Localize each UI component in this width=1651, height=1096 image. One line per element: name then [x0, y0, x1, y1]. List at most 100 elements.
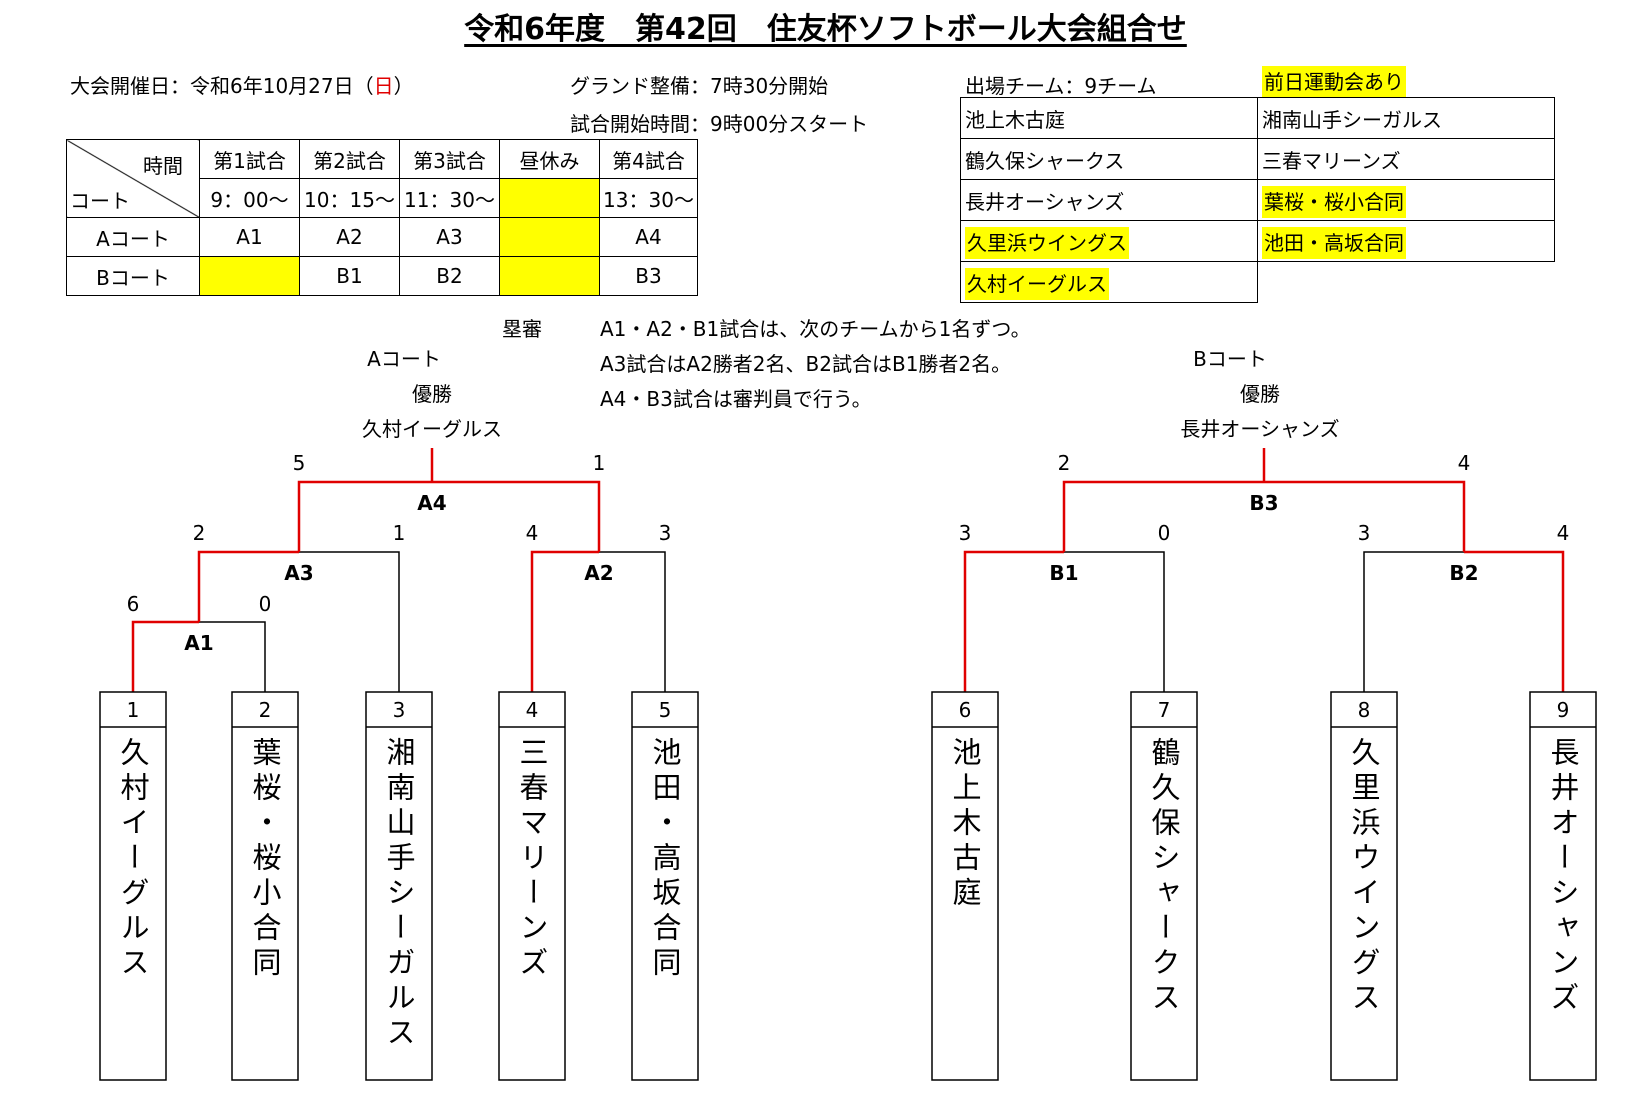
corner-court-label: コート [70, 189, 130, 213]
umpire-label: 塁審 [502, 317, 542, 341]
score-a4-left: 5 [293, 451, 306, 475]
schedule-header: 第4試合 [599, 139, 698, 179]
bracket-line-a3-win [197, 550, 299, 622]
score-b3-right: 4 [1458, 451, 1471, 475]
bracket-line-a3-lose [299, 551, 400, 692]
bracket-line-a2-lose [599, 551, 666, 692]
entry-box-frame [931, 691, 999, 1081]
entry-number: 7 [1158, 698, 1171, 722]
schedule-header-row: 時間 コート 第1試合 第2試合 第3試合 昼休み 第4試合 [66, 139, 698, 218]
entry-box-3: 3 湘南山手シーガルス [365, 691, 433, 1081]
entry-box-frame [99, 691, 167, 1081]
bracket-line-b1-lose [1064, 551, 1165, 692]
entry-team-name: 三春マリーンズ [515, 737, 549, 982]
score-a2-right: 3 [659, 521, 672, 545]
entry-team-name: 長井オーシャンズ [1546, 737, 1580, 1017]
schedule-cell [499, 217, 600, 257]
match-label-a4: A4 [417, 491, 446, 515]
score-a3-right: 1 [393, 521, 406, 545]
team-list-cell: 三春マリーンズ [1257, 138, 1555, 180]
team-list-row: 長井オーシャンズ 葉桜・桜小合同 [960, 179, 1555, 221]
score-a2-left: 4 [526, 521, 539, 545]
entry-team-name: 湘南山手シーガルス [382, 737, 416, 1052]
team-list-cell: 池上木古庭 [960, 97, 1258, 139]
match-label-b1: B1 [1049, 561, 1078, 585]
team-highlight: 池田・高坂合同 [1262, 226, 1406, 259]
team-count: 出場チーム：9チーム [965, 74, 1157, 98]
team-list: 池上木古庭 湘南山手シーガルス 鶴久保シャークス 三春マリーンズ 長井オーシャン… [960, 97, 1555, 303]
umpire-line-3: A4・B3試合は審判員で行う。 [600, 387, 872, 411]
entry-box-frame [631, 691, 699, 1081]
entry-box-9: 9 長井オーシャンズ [1529, 691, 1597, 1081]
bracket-line-b2-lose [1363, 551, 1464, 692]
schedule-row-b: Bコート B1 B2 B3 [66, 256, 698, 296]
score-a3-left: 2 [193, 521, 206, 545]
match-label-a2: A2 [584, 561, 613, 585]
score-a1-right: 0 [259, 592, 272, 616]
entry-boxes: 1久村イーグルス2葉桜・桜小合同3湘南山手シーガルス4三春マリーンズ5池田・高坂… [99, 691, 1597, 1081]
umpire-line-2: A3試合はA2勝者2名、B2試合はB1勝者2名。 [600, 352, 1012, 376]
corner-time-label: 時間 [143, 154, 183, 178]
entry-number: 8 [1358, 698, 1371, 722]
date-suffix: ） [393, 74, 414, 98]
date-prefix: 大会開催日：令和6年10月27日（ [70, 74, 374, 98]
team-list-cell: 長井オーシャンズ [960, 179, 1258, 221]
prev-day-note: 前日運動会あり [1262, 66, 1406, 98]
team-list-row: 鶴久保シャークス 三春マリーンズ [960, 138, 1555, 180]
schedule-table: 時間 コート 第1試合 第2試合 第3試合 昼休み 第4試合 9：00～ 10：… [66, 139, 698, 296]
entry-number: 1 [127, 698, 140, 722]
match-label-b2: B2 [1449, 561, 1478, 585]
court-a-label: Aコート [367, 347, 441, 371]
schedule-corner: 時間 コート [66, 139, 200, 218]
court-b-label: Bコート [1193, 347, 1267, 371]
team-highlight: 久村イーグルス [965, 267, 1109, 300]
bracket-line-b1-win [963, 550, 1064, 692]
entry-box-4: 4 三春マリーンズ [498, 691, 566, 1081]
score-a4-right: 1 [593, 451, 606, 475]
start-time: 試合開始時間：9時00分スタート [570, 112, 869, 136]
schedule-header: 第2試合 [299, 139, 400, 179]
court-b-winner-label: 優勝 [1240, 382, 1280, 406]
entry-number: 4 [526, 698, 539, 722]
match-label-a1: A1 [184, 631, 213, 655]
team-highlight: 久里浜ウイングス [965, 226, 1129, 259]
schedule-cell [199, 256, 300, 296]
match-label-a3: A3 [284, 561, 313, 585]
page-title: 令和6年度 第42回 住友杯ソフトボール大会組合せ [464, 12, 1187, 47]
bracket-line-a2-win [530, 550, 599, 692]
schedule-header: 第3試合 [399, 139, 500, 179]
score-b2-right: 4 [1557, 521, 1570, 545]
team-highlight: 葉桜・桜小合同 [1262, 185, 1406, 218]
schedule-cell: A2 [299, 217, 400, 257]
court-b-winner: 長井オーシャンズ [1180, 417, 1339, 441]
entry-team-name: 池田・高坂合同 [648, 737, 682, 982]
team-list-row: 久村イーグルス [960, 261, 1555, 303]
entry-number: 3 [393, 698, 406, 722]
entry-box-5: 5池田・高坂合同 [631, 691, 699, 1081]
court-a-winner-label: 優勝 [412, 382, 452, 406]
bracket-line-a4-win [297, 480, 432, 552]
entry-box-6: 6 池上木古庭 [931, 691, 999, 1081]
schedule-header: 第1試合 [199, 139, 300, 179]
entry-team-name: 池上木古庭 [948, 737, 982, 912]
schedule-cell: B3 [599, 256, 698, 296]
schedule-time [499, 178, 600, 218]
entry-box-2: 2葉桜・桜小合同 [231, 691, 299, 1081]
score-b1-right: 0 [1158, 521, 1171, 545]
entry-box-frame [1529, 691, 1597, 1081]
entry-number: 9 [1557, 698, 1570, 722]
bracket-line-a1-win [131, 620, 199, 692]
entry-box-frame [365, 691, 433, 1081]
umpire-line-1: A1・A2・B1試合は、次のチームから1名ずつ。 [600, 317, 1031, 341]
schedule-cell [499, 256, 600, 296]
score-b1-left: 3 [959, 521, 972, 545]
entry-number: 6 [959, 698, 972, 722]
team-list-cell: 久村イーグルス [960, 261, 1258, 303]
schedule-time: 11：30～ [399, 178, 500, 218]
score-b2-left: 3 [1358, 521, 1371, 545]
team-list-cell: 湘南山手シーガルス [1257, 97, 1555, 139]
schedule-time: 10：15～ [299, 178, 400, 218]
schedule-time: 9：00～ [199, 178, 300, 218]
schedule-time-row: 9：00～ 10：15～ 11：30～ 13：30～ [67, 178, 698, 218]
